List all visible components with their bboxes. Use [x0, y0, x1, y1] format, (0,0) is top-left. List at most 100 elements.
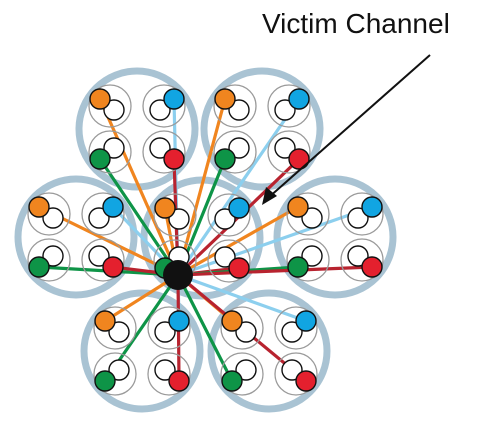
colored-wire-center-orange — [154, 197, 176, 219]
pair-ring-bottom-right-orange — [220, 306, 264, 350]
white-wire-center-blue — [214, 208, 236, 230]
colored-wire-top-left-orange — [89, 88, 111, 110]
colored-wire-top-right-blue — [288, 88, 310, 110]
white-wire-top-left-green — [103, 137, 125, 159]
pair-ring-right-orange — [286, 192, 330, 236]
pair-ring-bottom-right-red — [274, 352, 318, 396]
white-wire-bottom-right-red — [281, 359, 303, 381]
crosstalk-line-top-right-blue — [176, 97, 301, 277]
white-wire-top-right-orange — [228, 99, 250, 121]
colored-wire-bottom-right-green — [221, 370, 243, 392]
white-wire-right-orange — [301, 207, 323, 229]
white-wire-bottom-left-red — [154, 359, 176, 381]
colored-wire-center-red — [228, 257, 250, 279]
pair-ring-top-right-blue — [267, 84, 311, 128]
pair-ring-center-red — [207, 239, 251, 283]
pair-ring-left-red — [81, 238, 125, 282]
pair-ring-center-orange — [153, 193, 197, 237]
white-wire-left-blue — [88, 207, 110, 229]
colored-wire-bottom-left-blue — [168, 310, 190, 332]
victim-channel-label: Victim Channel — [262, 8, 450, 39]
white-wire-left-red — [88, 245, 110, 267]
white-wire-top-right-green — [228, 137, 250, 159]
colored-wire-top-left-green — [89, 148, 111, 170]
victim-arrow-shaft — [267, 54, 431, 199]
white-wire-bottom-left-blue — [154, 321, 176, 343]
pair-ring-top-right-orange — [213, 84, 257, 128]
crosstalk-line-top-left-green — [98, 157, 180, 277]
colored-wire-top-right-green — [214, 148, 236, 170]
crosstalk-line-top-left-orange — [98, 97, 180, 277]
crosstalk-line-bottom-right-blue — [176, 273, 308, 323]
crosstalk-line-right-blue — [176, 205, 374, 277]
colored-wire-left-orange — [28, 196, 50, 218]
bundle-ring-bottom-left — [80, 289, 204, 413]
white-wire-top-right-blue — [274, 99, 296, 121]
colored-wire-right-green — [287, 256, 309, 278]
pair-ring-bottom-right-green — [220, 352, 264, 396]
bundle-ring-top-left — [75, 67, 199, 191]
bundle-ring-right — [273, 175, 397, 299]
colored-wire-top-left-red — [163, 148, 185, 170]
crosstalk-line-right-orange — [176, 205, 300, 277]
crosstalk-line-right-red — [176, 265, 374, 277]
white-wire-top-right-red — [274, 137, 296, 159]
wire-circles — [27, 84, 384, 396]
hub-node — [163, 260, 193, 290]
colored-wire-bottom-left-red — [168, 370, 190, 392]
colored-wire-right-orange — [287, 196, 309, 218]
white-wire-bottom-right-green — [235, 359, 257, 381]
colored-wire-top-right-red — [288, 148, 310, 170]
pair-ring-top-left-red — [142, 130, 186, 174]
pair-ring-bottom-left-green — [93, 352, 137, 396]
pair-ring-center-blue — [207, 193, 251, 237]
white-wire-left-orange — [42, 207, 64, 229]
victim-arrow-head — [262, 187, 277, 205]
white-wire-bottom-left-green — [108, 359, 130, 381]
pair-ring-right-green — [286, 238, 330, 282]
pair-ring-bottom-left-red — [147, 352, 191, 396]
white-wire-right-red — [347, 245, 369, 267]
colored-wire-left-red — [102, 256, 124, 278]
white-wire-right-blue — [347, 207, 369, 229]
pair-ring-bottom-left-blue — [147, 306, 191, 350]
pair-ring-right-blue — [340, 192, 384, 236]
colored-wire-center-blue — [228, 197, 250, 219]
white-wire-top-left-orange — [103, 99, 125, 121]
pair-ring-top-left-green — [88, 130, 132, 174]
colored-wire-bottom-left-orange — [94, 310, 116, 332]
white-wire-top-left-blue — [149, 99, 171, 121]
white-wire-bottom-right-blue — [281, 321, 303, 343]
white-wire-center-red — [214, 246, 236, 268]
crosstalk-line-top-right-orange — [176, 97, 227, 277]
colored-wire-bottom-left-green — [94, 370, 116, 392]
pair-ring-left-orange — [27, 192, 71, 236]
white-wire-top-left-red — [149, 137, 171, 159]
bundle-rings — [14, 67, 397, 413]
colored-wire-right-blue — [361, 196, 383, 218]
white-wire-left-green — [42, 245, 64, 267]
victim-arrow — [262, 54, 431, 205]
pair-ring-top-left-blue — [142, 84, 186, 128]
pair-ring-right-red — [340, 238, 384, 282]
white-wire-center-orange — [168, 208, 190, 230]
pair-ring-top-left-orange — [88, 84, 132, 128]
pair-ring-top-right-green — [213, 130, 257, 174]
colored-wire-bottom-right-orange — [221, 310, 243, 332]
white-wire-bottom-right-orange — [235, 321, 257, 343]
crosstalk-line-bottom-right-green — [176, 273, 234, 383]
pair-ring-bottom-right-blue — [274, 306, 318, 350]
bundle-ring-left — [14, 175, 138, 299]
colored-wire-left-green — [28, 256, 50, 278]
colored-wire-top-right-orange — [214, 88, 236, 110]
pair-ring-bottom-left-orange — [93, 306, 137, 350]
colored-wire-top-left-blue — [163, 88, 185, 110]
colored-wire-left-blue — [102, 196, 124, 218]
colored-wire-bottom-right-red — [295, 370, 317, 392]
white-wire-bottom-left-orange — [108, 321, 130, 343]
pair-ring-left-green — [27, 238, 71, 282]
white-wire-right-green — [301, 245, 323, 267]
pair-ring-top-right-red — [267, 130, 311, 174]
